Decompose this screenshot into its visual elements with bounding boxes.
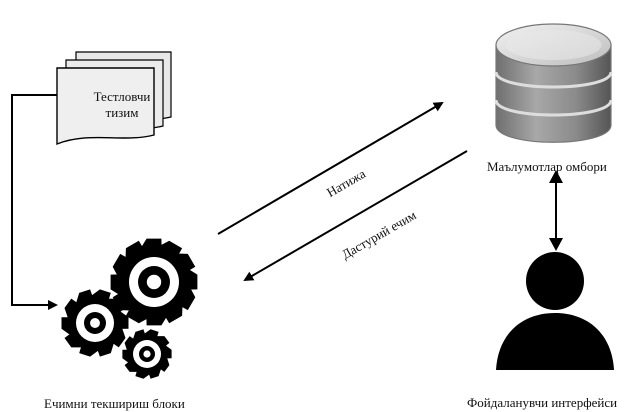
test-system-label: Тестловчи тизим	[82, 89, 162, 122]
test-system-line-1: Тестловчи	[93, 89, 151, 104]
source-solution-arrow	[243, 150, 468, 282]
database-icon	[494, 23, 613, 143]
left-gear-icon	[61, 289, 129, 357]
document-stack-icon	[56, 51, 172, 146]
user-icon	[496, 252, 614, 370]
database-label: Маълумотлар омбори	[487, 159, 607, 174]
result-arrow	[217, 101, 444, 235]
gears-icon	[61, 238, 198, 379]
user-interface-label: Фойдаланувчи интерфейси	[467, 395, 618, 410]
database-user-connector	[549, 170, 563, 251]
document-to-gears-connector	[11, 94, 58, 310]
large-gear-icon	[110, 238, 198, 326]
solution-checker-label: Ечимни текшириш блоки	[44, 396, 185, 411]
test-system-line-2: тизим	[105, 105, 139, 121]
small-gear-icon	[122, 329, 172, 379]
